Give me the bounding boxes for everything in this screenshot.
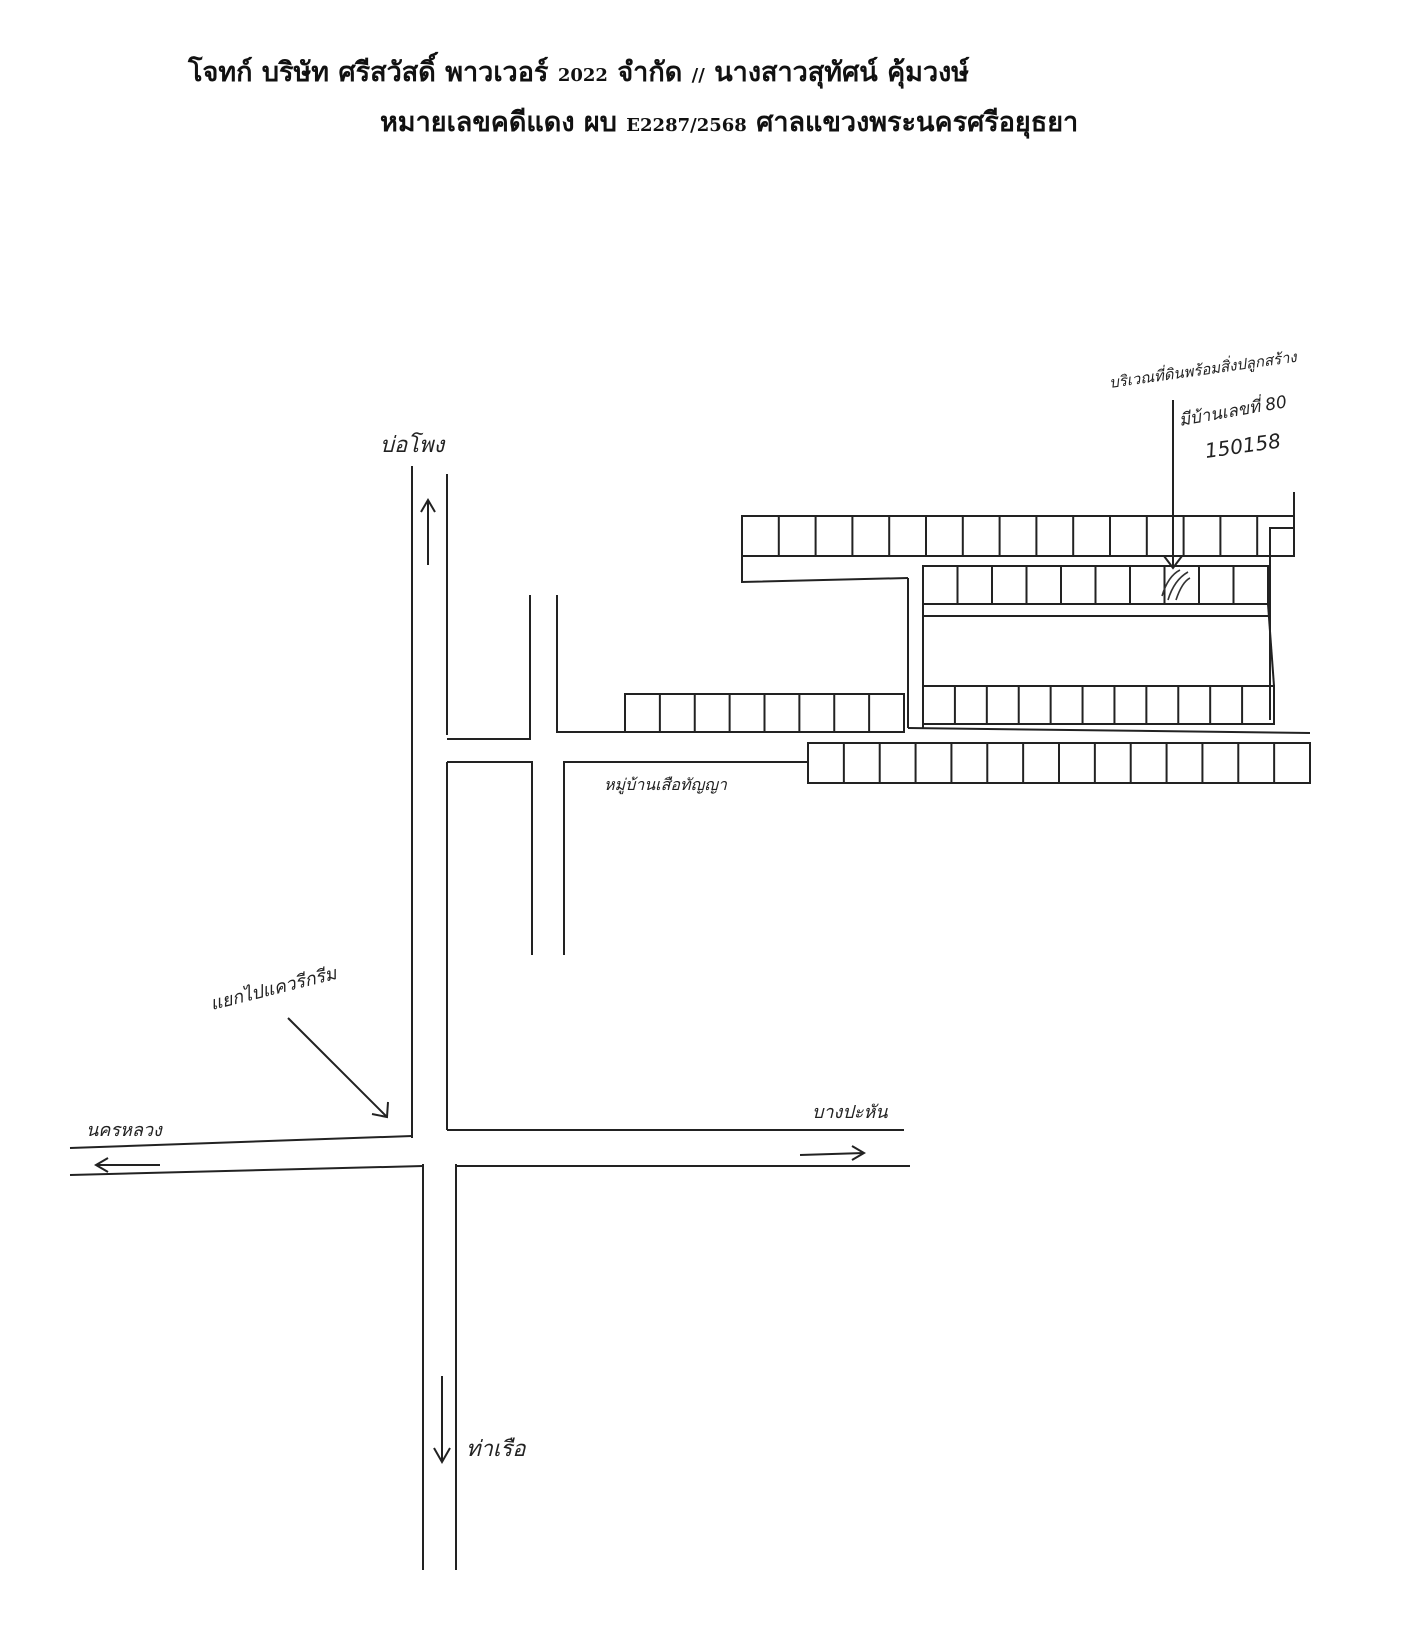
plaintiff-year: 2022 xyxy=(557,65,608,86)
header-line-plaintiff: โจทก์ บริษัท ศรีสวัสดิ์ พาวเวอร์ 2022 จำ… xyxy=(188,50,969,93)
plot-row-lower-inner xyxy=(922,685,1275,725)
label-north-road: บ่อโพง xyxy=(380,432,446,458)
south-arrow-icon xyxy=(433,1376,451,1465)
property-pointer-icon xyxy=(1163,400,1183,570)
label-village: หมู่บ้านเสือทัญญา xyxy=(604,775,728,795)
separator: // xyxy=(691,65,705,86)
upper-lane-west xyxy=(741,556,909,584)
land-plots xyxy=(624,515,1311,784)
case-number: E2287/2568 xyxy=(626,115,747,136)
village-road-south-west-edge xyxy=(447,761,533,955)
plot-row-upper-inner xyxy=(922,565,1269,605)
village-road-north-west-edge xyxy=(447,595,531,740)
village-road-south-east-edge xyxy=(563,761,808,955)
case-label: หมายเลขคดีแดง ผบ xyxy=(380,107,617,138)
label-property-line-2: มีบ้านเลขที่ 80 xyxy=(1177,389,1289,431)
property-hatch xyxy=(1161,569,1191,601)
direction-arrows xyxy=(94,400,1183,1465)
plot-row-top xyxy=(741,515,1295,557)
plot-row-outline xyxy=(741,515,1295,557)
cross-road-south-edge-west xyxy=(69,1165,424,1176)
plaintiff-company-suffix: จำกัด xyxy=(617,57,683,88)
north-arrow-icon xyxy=(420,498,436,565)
label-property-line-3: 150158 xyxy=(1203,429,1282,463)
plot-row-west xyxy=(624,693,905,733)
label-junction: แยกไปแควรีกรีม xyxy=(208,962,340,1015)
village-road-north-east-edge xyxy=(556,595,625,733)
label-property-line-1: บริเวณที่ดินพร้อมสิ่งปลูกสร้าง xyxy=(1108,346,1300,392)
label-east-road: บางปะหัน xyxy=(812,1102,888,1123)
hatch-mark xyxy=(1175,577,1191,601)
defendant-name: นางสาวสุทัศน์ คุ้มวงษ์ xyxy=(714,57,970,88)
label-west-road: นครหลวง xyxy=(86,1120,163,1141)
plot-row-outline xyxy=(922,685,1275,725)
hatch-mark xyxy=(1161,569,1181,597)
header-line-case: หมายเลขคดีแดง ผบ E2287/2568 ศาลแขวงพระนค… xyxy=(380,100,1078,143)
court-name: ศาลแขวงพระนครศรีอยุธยา xyxy=(756,107,1079,138)
map-labels: บ่อโพง ท่าเรือ นครหลวง บางปะหัน แยกไปแคว… xyxy=(86,346,1299,1462)
inner-block-frame xyxy=(1267,603,1275,687)
east-arrow-icon xyxy=(799,1145,866,1161)
roads xyxy=(69,466,1311,1570)
village-main-street-north-edge xyxy=(907,727,1311,734)
label-south-road: ท่าเรือ xyxy=(466,1437,526,1462)
cross-road-north-edge-west xyxy=(69,1135,413,1149)
plot-row-village-south xyxy=(807,742,1311,784)
hatch-mark xyxy=(1167,571,1189,601)
junction-pointer-icon xyxy=(287,1017,389,1119)
plaintiff-company: โจทก์ บริษัท ศรีสวัสดิ์ พาวเวอร์ xyxy=(188,57,549,88)
west-arrow-icon xyxy=(94,1157,160,1173)
